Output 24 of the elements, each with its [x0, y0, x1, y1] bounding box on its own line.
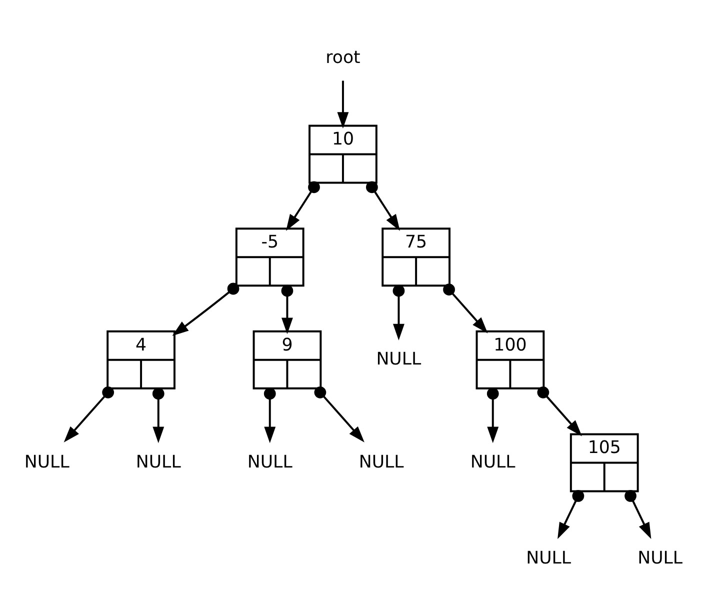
- arrow: [366, 180, 400, 230]
- arrow: [337, 80, 349, 128]
- arrow: [281, 284, 294, 334]
- node-text: NULL: [358, 452, 404, 472]
- arrow: [537, 386, 582, 436]
- arrow: [443, 283, 488, 333]
- node-text: NULL: [470, 452, 516, 472]
- node-text: NULL: [136, 452, 181, 472]
- node-text: NULL: [376, 348, 422, 369]
- arrow: [286, 180, 320, 230]
- arrow: [264, 387, 276, 443]
- arrow: [558, 490, 584, 538]
- node-text: root: [326, 47, 360, 68]
- arrow: [64, 386, 114, 442]
- node-text: NULL: [24, 452, 70, 472]
- arrow: [152, 387, 164, 443]
- node-text: NULL: [638, 548, 683, 568]
- arrow: [624, 490, 652, 538]
- arrow: [486, 387, 499, 443]
- node-text: NULL: [247, 452, 292, 472]
- arrow: [392, 284, 405, 340]
- arrow: [172, 282, 240, 336]
- arrow: [314, 386, 364, 442]
- node-text: NULL: [526, 548, 572, 568]
